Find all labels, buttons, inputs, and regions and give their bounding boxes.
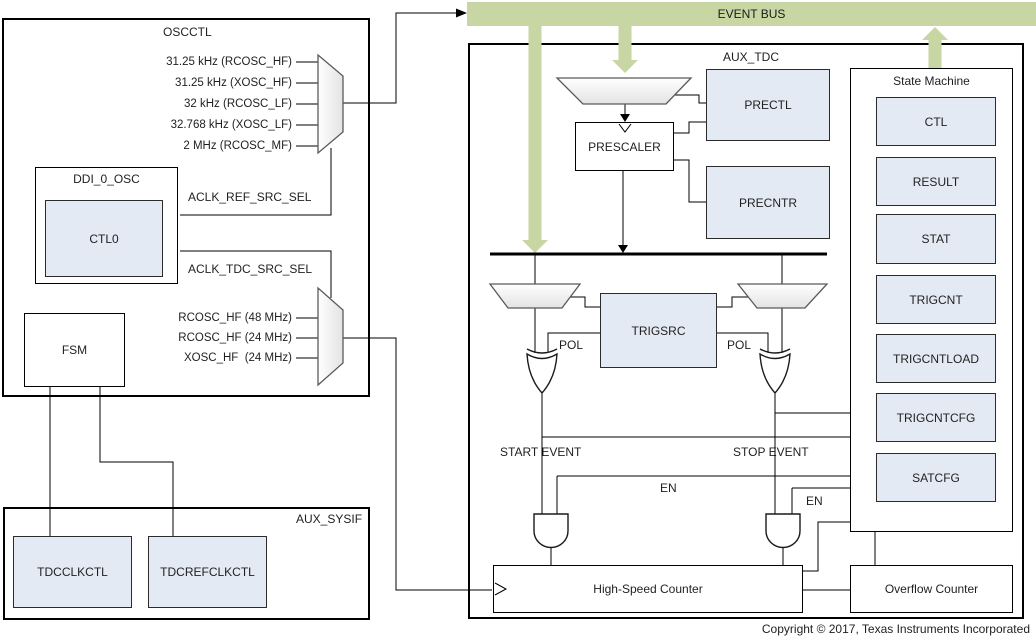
aclk-ref-src-sel-label: ACLK_REF_SRC_SEL [188, 190, 312, 204]
overflow-counter-label: Overflow Counter [884, 582, 979, 596]
overflow-counter-box: Overflow Counter [850, 565, 1013, 613]
trigsrc-label: TRIGSRC [631, 323, 686, 338]
tdcclkctl-label: TDCCLKCTL [37, 565, 108, 579]
fsm-box: FSM [24, 313, 125, 387]
prescaler-box: PRESCALER [575, 122, 674, 171]
tdcrefclkctl-label: TDCREFCLKCTL [160, 565, 255, 579]
ref-clock-source-2: 32 kHz (RCOSC_LF) [184, 98, 292, 110]
prectl-label: PRECTL [744, 98, 792, 112]
high-speed-counter-label: High-Speed Counter [593, 582, 703, 596]
event-bus-bar: EVENT BUS [467, 2, 1036, 26]
event-bus-label: EVENT BUS [717, 7, 786, 21]
start-event-label: START EVENT [500, 445, 582, 459]
sm-register-result: RESULT [876, 157, 996, 206]
ddi-0-osc-label: DDI_0_OSC [73, 172, 140, 186]
ctl0-register: CTL0 [45, 200, 163, 277]
state-machine-label: State Machine [893, 74, 970, 88]
prescaler-label: PRESCALER [588, 139, 661, 154]
copyright-notice: Copyright © 2017, Texas Instruments Inco… [761, 622, 1030, 636]
precntr-label: PRECNTR [738, 195, 797, 210]
ref-clock-source-4: 2 MHz (RCOSC_MF) [183, 140, 292, 152]
tdc-clock-source-0: RCOSC_HF (48 MHz) [178, 312, 292, 324]
event-bus-input-arrowhead [456, 8, 467, 18]
sm-register-satcfg: SATCFG [876, 453, 996, 502]
ref-clock-source-1: 31.25 kHz (XOSC_HF) [175, 77, 292, 89]
en-right-label: EN [806, 494, 823, 508]
fsm-label: FSM [61, 343, 88, 357]
aux-sysif-label: AUX_SYSIF [296, 512, 363, 526]
precntr-register: PRECNTR [706, 166, 830, 239]
high-speed-counter-box: High-Speed Counter [493, 565, 803, 613]
pol-left-label: POL [559, 338, 584, 352]
en-left-label: EN [660, 481, 677, 495]
sm-register-ctl: CTL [876, 97, 996, 146]
tdc-clock-source-2: XOSC_HF (24 MHz) [184, 352, 292, 364]
aux-tdc-label: AUX_TDC [723, 50, 780, 64]
tdc-clock-source-1: RCOSC_HF (24 MHz) [178, 332, 292, 344]
aclk-tdc-src-sel-label: ACLK_TDC_SRC_SEL [188, 262, 313, 276]
tdcrefclkctl-register: TDCREFCLKCTL [148, 536, 267, 608]
ref-clock-source-0: 31.25 kHz (RCOSC_HF) [166, 56, 292, 68]
tdcclkctl-register: TDCCLKCTL [13, 536, 132, 608]
prectl-register: PRECTL [706, 69, 830, 141]
sm-register-trigcntload: TRIGCNTLOAD [876, 334, 996, 383]
trigsrc-register: TRIGSRC [600, 293, 717, 368]
sm-register-trigcnt: TRIGCNT [876, 275, 996, 324]
sm-register-stat: STAT [876, 214, 996, 264]
pol-right-label: POL [727, 338, 752, 352]
ref-clock-source-3: 32.768 kHz (XOSC_LF) [170, 119, 292, 131]
ctl0-label: CTL0 [89, 231, 119, 246]
sm-register-trigcntcfg: TRIGCNTCFG [876, 393, 996, 442]
stop-event-label: STOP EVENT [733, 445, 809, 459]
oscctl-label: OSCCTL [163, 25, 212, 39]
